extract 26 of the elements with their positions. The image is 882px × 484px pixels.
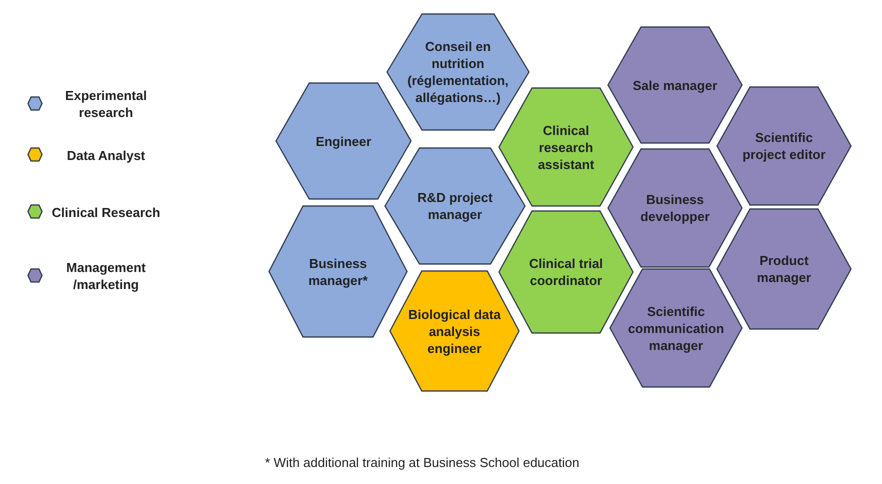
role-label: Engineer	[316, 132, 372, 150]
role-label: Scientific project editor	[741, 129, 827, 163]
role-label: Biological data analysis engineer	[407, 306, 502, 356]
role-label: Business manager*	[307, 254, 369, 288]
hexagon-tile	[386, 13, 530, 131]
role-label: Business developper	[639, 191, 711, 225]
hexagon-tile	[607, 148, 743, 268]
hexagon-tile	[609, 268, 743, 388]
hexagon-tile	[268, 205, 408, 338]
role-label: Conseil en nutrition (réglementation, allégations…)	[406, 38, 510, 106]
hexagon-tile	[716, 86, 852, 206]
role-label: R&D project manager	[416, 189, 494, 223]
legend-label: Data Analyst	[66, 147, 146, 164]
role-label: Scientific communication manager	[626, 302, 726, 354]
hexagon-tile	[498, 87, 634, 207]
legend-label: Management /marketing	[65, 259, 147, 293]
role-label: Clinical trial coordinator	[528, 255, 604, 289]
footnote: * With additional training at Business School education	[265, 455, 580, 470]
legend-label: Clinical Research	[51, 204, 161, 221]
legend-label: Experimental research	[64, 87, 148, 121]
role-label: Clinical research assistant	[536, 122, 596, 172]
role-label: Product manager	[756, 252, 812, 286]
hexagon-tile	[384, 147, 526, 265]
hexagon-tile	[389, 270, 520, 392]
role-label: Sale manager	[632, 76, 718, 94]
hexagon-tile	[607, 26, 743, 144]
